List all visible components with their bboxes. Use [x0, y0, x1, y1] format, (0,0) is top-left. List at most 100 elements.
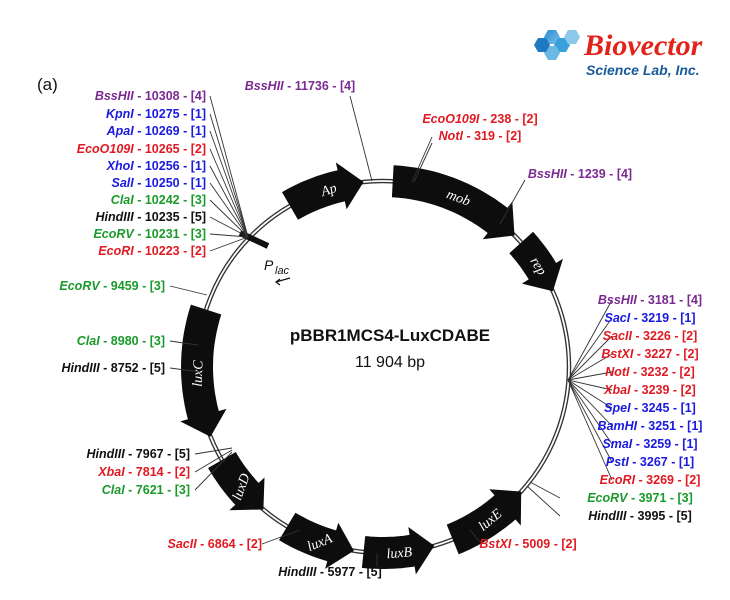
- leader-line: [209, 95, 249, 238]
- site-position: - 6864 - [2]: [197, 537, 262, 551]
- gene-label-ap: Ap: [318, 181, 338, 200]
- site-enzyme: BamHI: [598, 419, 638, 433]
- site-label-psti-3267: PstI - 3267 - [1]: [606, 455, 694, 469]
- site-enzyme: EcoRV: [59, 279, 101, 293]
- site-label-xbai-7814: XbaI - 7814 - [2]: [97, 465, 190, 479]
- site-position: - 3227 - [2]: [633, 347, 698, 361]
- site-label-noti-319: NotI - 319 - [2]: [439, 129, 522, 143]
- leader-line: [261, 529, 301, 545]
- site-label-bsshii-11736: BssHII - 11736 - [4]: [245, 79, 355, 93]
- leader-line: [194, 447, 233, 455]
- site-enzyme: SmaI: [602, 437, 632, 451]
- site-enzyme: BssHII: [95, 89, 134, 103]
- gene-arrow-mob: [391, 165, 515, 240]
- site-enzyme: BssHII: [528, 167, 567, 181]
- site-label-bsshii-3181: BssHII - 3181 - [4]: [598, 293, 702, 307]
- site-position: - 9459 - [3]: [100, 279, 165, 293]
- logo-name: Biovector: [583, 29, 703, 62]
- gene-label-luxc: luxC: [191, 359, 207, 387]
- site-position: - 3239 - [2]: [631, 383, 696, 397]
- site-position: - 10308 - [4]: [134, 89, 206, 103]
- site-label-hindiii-10235: HindIII - 10235 - [5]: [96, 210, 206, 224]
- leader-line: [567, 353, 613, 381]
- leader-line: [209, 148, 249, 238]
- site-position: - 7814 - [2]: [125, 465, 190, 479]
- site-enzyme: EcoRI: [98, 244, 134, 258]
- site-enzyme: HindIII: [96, 210, 135, 224]
- site-label-hindiii-3995: HindIII - 3995 - [5]: [588, 509, 692, 523]
- site-label-xhoi-10256: XhoI - 10256 - [1]: [106, 159, 206, 173]
- site-position: - 10223 - [2]: [134, 244, 206, 258]
- site-position: - 10250 - [1]: [134, 176, 206, 190]
- site-position: - 10242 - [3]: [134, 193, 206, 207]
- site-position: - 3219 - [1]: [630, 311, 695, 325]
- leader-line: [567, 379, 613, 445]
- gene-arrow-luxd: [208, 452, 265, 511]
- leader-line: [469, 529, 481, 543]
- site-enzyme: ApaI: [106, 124, 135, 138]
- site-enzyme: SacII: [603, 329, 633, 343]
- site-label-sali-10250: SalI - 10250 - [1]: [111, 176, 206, 190]
- gene-arrow-luxc: [180, 304, 227, 437]
- gene-label-luxb: luxB: [386, 545, 413, 562]
- leader-line: [209, 233, 249, 238]
- promoter-p: P: [264, 257, 274, 273]
- site-label-noti-3232: NotI - 3232 - [2]: [605, 365, 695, 379]
- leader-line: [567, 379, 613, 409]
- site-position: - 10235 - [5]: [134, 210, 206, 224]
- site-label-bstxi-3227: BstXI - 3227 - [2]: [601, 347, 698, 361]
- site-enzyme: BstXI: [601, 347, 633, 361]
- leader-line: [209, 199, 249, 238]
- site-enzyme: HindIII: [61, 361, 100, 375]
- plasmid-name: pBBR1MCS4-LuxCDABE: [290, 326, 490, 345]
- site-label-clai-10242: ClaI - 10242 - [3]: [111, 193, 206, 207]
- leader-line: [567, 379, 613, 463]
- site-position: - 7621 - [3]: [125, 483, 190, 497]
- site-enzyme: SacII: [168, 537, 198, 551]
- gene-arrow-luxb: [361, 527, 435, 575]
- leader-line: [567, 379, 613, 427]
- site-enzyme: HindIII: [588, 509, 627, 523]
- site-label-ecoo109i-10265: EcoO109I - 10265 - [2]: [77, 142, 206, 156]
- biovector-logo: Biovector Science Lab, Inc.: [534, 29, 703, 78]
- site-label-ecori-10223: EcoRI - 10223 - [2]: [98, 244, 206, 258]
- site-enzyme: XbaI: [603, 383, 631, 397]
- site-position: - 3995 - [5]: [626, 509, 691, 523]
- leader-line: [567, 379, 613, 481]
- site-label-saci-3219: SacI - 3219 - [1]: [604, 311, 695, 325]
- site-label-bamhi-3251: BamHI - 3251 - [1]: [598, 419, 703, 433]
- site-label-hindiii-5977: HindIII - 5977 - [5]: [278, 565, 382, 579]
- leader-line: [526, 485, 561, 517]
- leader-line: [194, 451, 233, 491]
- site-position: - 7967 - [5]: [125, 447, 190, 461]
- site-position: - 3971 - [3]: [627, 491, 692, 505]
- gene-arrow-rep: [509, 231, 563, 292]
- plasmid-size: 11 904 bp: [355, 354, 425, 371]
- leader-line: [209, 130, 249, 238]
- site-label-bsshii-10308: BssHII - 10308 - [4]: [95, 89, 206, 103]
- site-enzyme: EcoO109I: [422, 112, 480, 126]
- site-position: - 3259 - [1]: [632, 437, 697, 451]
- site-position: - 319 - [2]: [463, 129, 521, 143]
- gene-arrow-ap: [282, 162, 364, 220]
- site-label-bsshii-1239: BssHII - 1239 - [4]: [528, 167, 632, 181]
- site-enzyme: ClaI: [111, 193, 134, 207]
- site-position: - 11736 - [4]: [284, 79, 356, 93]
- site-position: - 8980 - [3]: [100, 334, 165, 348]
- leader-line: [209, 182, 249, 238]
- site-enzyme: SalI: [111, 176, 134, 190]
- site-label-smai-3259: SmaI - 3259 - [1]: [602, 437, 697, 451]
- leader-line: [529, 481, 561, 499]
- leader-line: [194, 449, 233, 473]
- leader-line: [169, 340, 199, 346]
- site-position: - 10231 - [3]: [134, 227, 206, 241]
- site-label-sacii-3226: SacII - 3226 - [2]: [603, 329, 698, 343]
- site-label-kpni-10275: KpnI - 10275 - [1]: [106, 107, 206, 121]
- leader-line: [209, 236, 249, 252]
- site-label-ecorv-3971: EcoRV - 3971 - [3]: [587, 491, 693, 505]
- site-enzyme: EcoRV: [587, 491, 629, 505]
- site-label-ecoo109i-238: EcoO109I - 238 - [2]: [422, 112, 537, 126]
- leader-line: [209, 165, 249, 238]
